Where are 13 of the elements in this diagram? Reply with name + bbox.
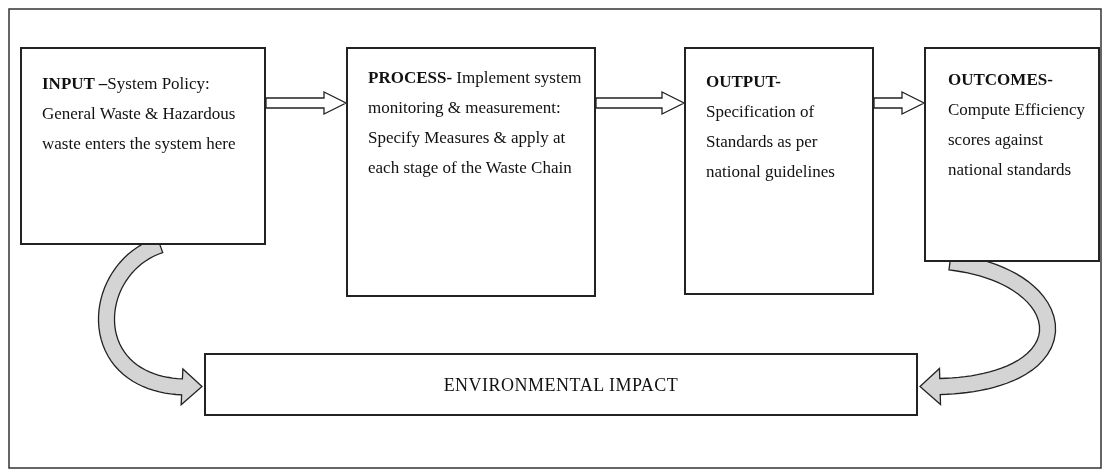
box-text: OUTCOMES- Compute Efficiency scores against national standards <box>948 69 1087 181</box>
block-arrow <box>265 90 348 116</box>
box-text: ENVIRONMENTAL IMPACT <box>443 373 679 397</box>
process-box <box>20 47 266 245</box>
process-box <box>684 47 874 295</box>
box-text: INPUT –System Policy: General Waste & Hazardous waste enters the system here <box>42 73 237 155</box>
process-box <box>346 47 596 297</box>
process-box <box>204 353 918 416</box>
box-text: PROCESS- Implement system monitoring & measurement: Specify Measures & apply at each stage of the Waste Chain <box>368 67 583 179</box>
process-box <box>924 47 1100 262</box>
block-arrow <box>595 90 686 116</box>
block-arrow <box>873 90 926 116</box>
box-text: OUTPUT- Specification of Standards as per national guidelines <box>706 71 836 183</box>
